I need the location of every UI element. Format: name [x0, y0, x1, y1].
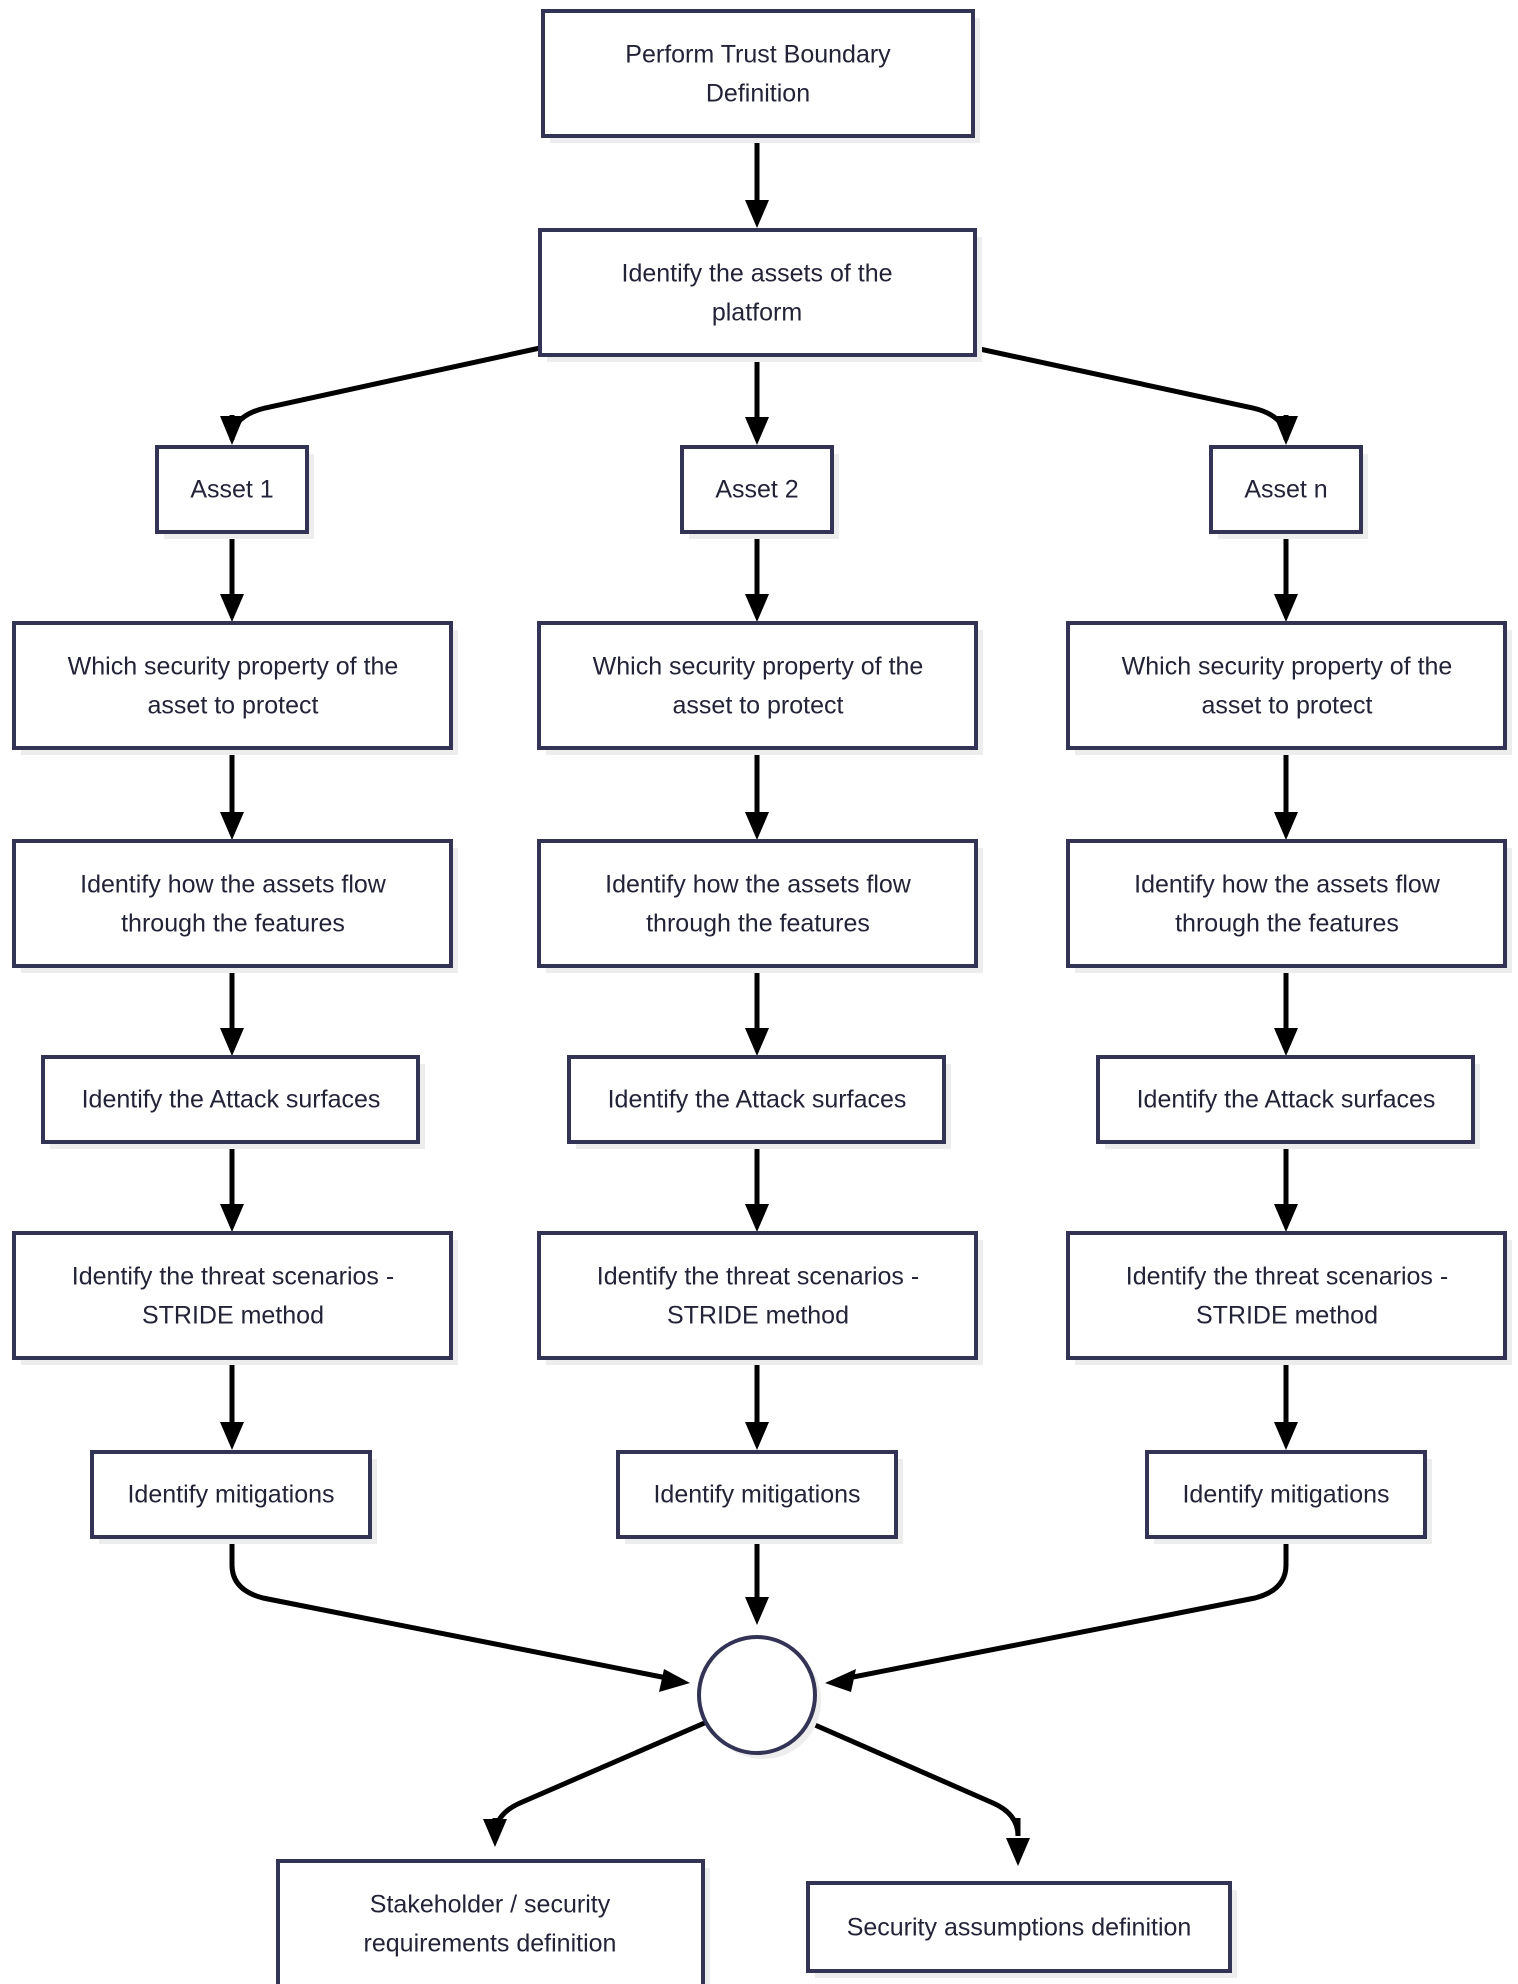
arrowhead-c3-flow-to-surfaces — [1274, 1028, 1298, 1056]
node-c3-attack-surfaces-label: Identify the Attack surfaces — [1137, 1086, 1436, 1114]
edge-c1-mitigations-to-junction — [229, 1539, 673, 1682]
arrowhead-c3-surfaces-to-threats — [1274, 1204, 1298, 1232]
node-c2-assets-flow-line2: through the features — [646, 910, 870, 938]
node-c2-threat-scenarios[interactable]: Identify the threat scenarios - STRIDE m… — [537, 1231, 983, 1365]
node-c1-mitigations-label: Identify mitigations — [127, 1481, 334, 1509]
node-c2-threat-scenarios-line1: Identify the threat scenarios - — [597, 1263, 919, 1291]
edges-layer — [220, 133, 1298, 1866]
node-c2-security-property-line2: asset to protect — [673, 692, 844, 720]
node-start-label-line1: Perform Trust Boundary — [625, 41, 891, 69]
node-c3-assets-flow-line2: through the features — [1175, 910, 1399, 938]
arrowhead-c2-surfaces-to-threats — [745, 1204, 769, 1232]
arrowhead-c3-mitigations-to-junction — [825, 1669, 856, 1692]
node-c2-attack-surfaces[interactable]: Identify the Attack surfaces — [567, 1055, 951, 1149]
node-merge-junction[interactable] — [697, 1635, 821, 1759]
node-asset-1-label: Asset 1 — [190, 476, 273, 504]
node-asset-1[interactable]: Asset 1 — [155, 445, 314, 539]
node-c3-assets-flow-line1: Identify how the assets flow — [1134, 871, 1441, 899]
node-c1-attack-surfaces-label: Identify the Attack surfaces — [82, 1086, 381, 1114]
node-c1-security-property-line2: asset to protect — [148, 692, 319, 720]
node-c2-threat-scenarios-line2: STRIDE method — [667, 1302, 849, 1330]
arrowhead-c2-threats-to-mitigations — [745, 1422, 769, 1450]
arrowhead-junction-to-stakeholder — [483, 1819, 507, 1847]
node-c3-security-property-line1: Which security property of the — [1122, 653, 1453, 681]
edge-c3-mitigations-to-junction — [842, 1539, 1289, 1682]
arrowhead-assets-to-asset1 — [220, 416, 244, 445]
node-stakeholder-label-line1: Stakeholder / security — [370, 1891, 611, 1919]
node-c3-threat-scenarios-line1: Identify the threat scenarios - — [1126, 1263, 1448, 1291]
arrowhead-c3-asset-to-property — [1274, 594, 1298, 622]
node-c1-security-property[interactable]: Which security property of the asset to … — [12, 621, 458, 755]
arrowhead-c2-property-to-flow — [745, 812, 769, 840]
arrowhead-c1-mitigations-to-junction — [659, 1669, 690, 1692]
arrowhead-c2-asset-to-property — [745, 594, 769, 622]
node-c3-identify-mitigations[interactable]: Identify mitigations — [1145, 1450, 1432, 1544]
node-stakeholder-label-line2: requirements definition — [364, 1930, 617, 1958]
arrowhead-c2-mitigations-to-junction — [745, 1597, 769, 1625]
arrowhead-c1-surfaces-to-threats — [220, 1204, 244, 1232]
arrowhead-c1-asset-to-property — [220, 594, 244, 622]
node-start-label-line2: Definition — [706, 80, 810, 108]
arrowhead-c1-property-to-flow — [220, 812, 244, 840]
node-c3-threat-scenarios[interactable]: Identify the threat scenarios - STRIDE m… — [1066, 1231, 1512, 1365]
node-c3-assets-flow[interactable]: Identify how the assets flow through the… — [1066, 839, 1512, 973]
node-c2-security-property-line1: Which security property of the — [593, 653, 924, 681]
node-c1-identify-mitigations[interactable]: Identify mitigations — [90, 1450, 377, 1544]
node-identify-assets-label-line2: platform — [712, 299, 802, 327]
arrowhead-c2-flow-to-surfaces — [745, 1028, 769, 1056]
node-c3-security-property-line2: asset to protect — [1202, 692, 1373, 720]
node-asset-n-label: Asset n — [1244, 476, 1327, 504]
arrowhead-c3-threats-to-mitigations — [1274, 1422, 1298, 1450]
node-c1-assets-flow-line1: Identify how the assets flow — [80, 871, 387, 899]
node-c1-threat-scenarios-line1: Identify the threat scenarios - — [72, 1263, 394, 1291]
edge-assets-to-assetn — [974, 345, 1289, 441]
arrowhead-start-to-identify-assets — [745, 200, 769, 228]
node-identify-assets-label-line1: Identify the assets of the — [622, 260, 893, 288]
node-security-assumptions-definition[interactable]: Security assumptions definition — [806, 1881, 1237, 1978]
node-c1-assets-flow-line2: through the features — [121, 910, 345, 938]
edge-junction-to-assumptions — [797, 1715, 1021, 1837]
node-c3-attack-surfaces[interactable]: Identify the Attack surfaces — [1096, 1055, 1480, 1149]
node-c3-mitigations-label: Identify mitigations — [1182, 1481, 1389, 1509]
node-security-assumptions-label: Security assumptions definition — [847, 1914, 1192, 1942]
arrowhead-assets-to-asset2 — [745, 417, 769, 445]
node-c2-assets-flow-line1: Identify how the assets flow — [605, 871, 912, 899]
node-asset-2[interactable]: Asset 2 — [680, 445, 839, 539]
node-c2-mitigations-label: Identify mitigations — [653, 1481, 860, 1509]
node-identify-assets-of-platform[interactable]: Identify the assets of the platform — [538, 228, 982, 362]
edge-junction-to-stakeholder — [492, 1715, 717, 1837]
nodes-layer: Perform Trust Boundary Definition Identi… — [12, 9, 1512, 1984]
node-c3-threat-scenarios-line2: STRIDE method — [1196, 1302, 1378, 1330]
node-c2-assets-flow[interactable]: Identify how the assets flow through the… — [537, 839, 983, 973]
node-c3-security-property[interactable]: Which security property of the asset to … — [1066, 621, 1512, 755]
node-c1-threat-scenarios[interactable]: Identify the threat scenarios - STRIDE m… — [12, 1231, 458, 1365]
node-c1-attack-surfaces[interactable]: Identify the Attack surfaces — [41, 1055, 425, 1149]
edge-assets-to-asset1 — [229, 345, 541, 441]
arrowhead-c1-flow-to-surfaces — [220, 1028, 244, 1056]
node-asset-2-label: Asset 2 — [715, 476, 798, 504]
node-c2-identify-mitigations[interactable]: Identify mitigations — [616, 1450, 903, 1544]
node-c2-security-property[interactable]: Which security property of the asset to … — [537, 621, 983, 755]
node-c1-security-property-line1: Which security property of the — [68, 653, 399, 681]
node-stakeholder-security-requirements[interactable]: Stakeholder / security requirements defi… — [276, 1859, 710, 1984]
arrowhead-junction-to-assumptions — [1006, 1838, 1030, 1866]
arrowhead-assets-to-assetn — [1274, 416, 1298, 445]
arrowhead-c3-property-to-flow — [1274, 812, 1298, 840]
node-c1-assets-flow[interactable]: Identify how the assets flow through the… — [12, 839, 458, 973]
node-c2-attack-surfaces-label: Identify the Attack surfaces — [608, 1086, 907, 1114]
node-asset-n[interactable]: Asset n — [1209, 445, 1368, 539]
node-perform-trust-boundary-definition[interactable]: Perform Trust Boundary Definition — [541, 9, 980, 143]
node-c1-threat-scenarios-line2: STRIDE method — [142, 1302, 324, 1330]
arrowhead-c1-threats-to-mitigations — [220, 1422, 244, 1450]
